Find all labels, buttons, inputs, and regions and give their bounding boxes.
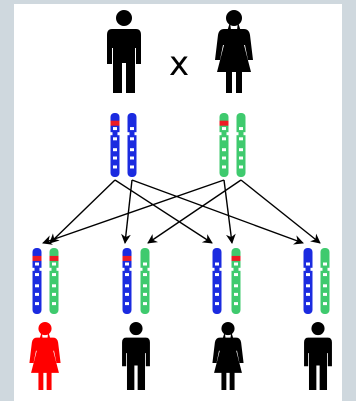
child-1-chromosome-2 [49, 248, 59, 314]
parent-1-chromosome-2 [127, 113, 137, 177]
mutation-marker [231, 255, 241, 261]
child-4-chromosome-1 [303, 248, 313, 314]
diagram-panel [14, 4, 342, 401]
chromosome-groups [32, 113, 330, 314]
mutation-marker [49, 255, 59, 261]
parent-2-chromosome-2 [236, 113, 246, 177]
child-2-chromosome-1 [122, 248, 132, 314]
inheritance-arrow-8 [240, 179, 321, 244]
inheritance-arrow-1 [49, 179, 116, 244]
child-1-chromosome-1 [32, 248, 42, 314]
female-figure-icon [212, 322, 244, 391]
inheritance-arrow-5 [42, 179, 225, 245]
cross-symbol: x [168, 44, 190, 84]
parent-1-chromosome-1 [110, 113, 120, 177]
female-figure-icon [215, 10, 253, 93]
female-figure-icon [29, 322, 61, 391]
male-figure-icon [304, 322, 332, 391]
mutation-marker [219, 120, 229, 126]
child-3-chromosome-1 [212, 248, 222, 314]
inheritance-arrow-3 [121, 179, 133, 244]
child-3-chromosome-2 [231, 248, 241, 314]
child-2-chromosome-2 [140, 248, 150, 314]
male-figure-icon [107, 10, 141, 93]
mutation-marker [32, 255, 42, 261]
inheritance-arrows [42, 179, 321, 245]
mutation-marker [122, 255, 132, 261]
child-4-chromosome-2 [320, 248, 330, 314]
inheritance-arrow-7 [147, 179, 242, 244]
mutation-marker [110, 120, 120, 126]
inheritance-arrow-4 [131, 179, 304, 245]
parent-2-chromosome-1 [219, 113, 229, 177]
male-figure-icon [122, 322, 150, 391]
